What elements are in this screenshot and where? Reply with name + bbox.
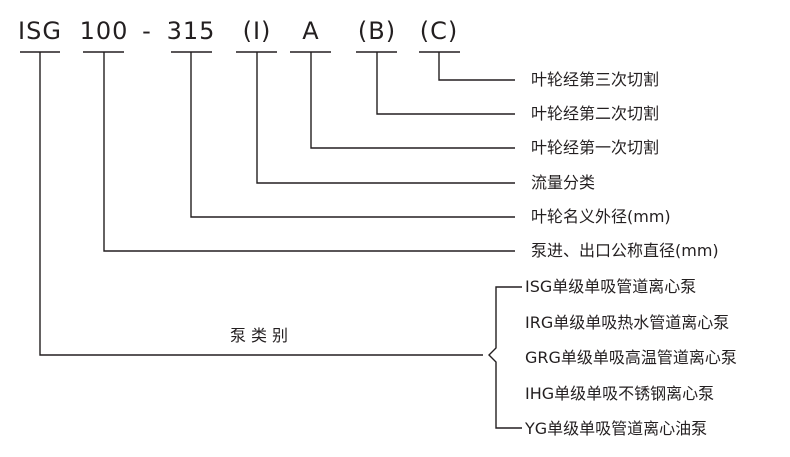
- leader-c: [438, 52, 515, 81]
- explanation-impeller-diameter: 叶轮名义外径(mm): [531, 207, 671, 226]
- code-segment-b: (B): [357, 17, 397, 45]
- code-segment-100: 100: [79, 17, 129, 45]
- code-segment-315: 315: [166, 17, 216, 45]
- leader-b: [376, 52, 515, 115]
- leader-a: [310, 52, 515, 149]
- leader-100: [103, 52, 515, 252]
- pump-type-ihg: IHG单级单吸不锈钢离心泵: [525, 384, 715, 403]
- pump-type-yg: YG单级单吸管道离心油泵: [525, 419, 708, 438]
- code-segment-a: A: [302, 17, 320, 45]
- leader-315: [190, 52, 515, 218]
- code-segment-c: (C): [419, 17, 459, 45]
- leader-isg: [39, 52, 483, 356]
- leader-i: [256, 52, 515, 184]
- code-segment-isg: ISG: [18, 17, 62, 45]
- pump-type-isg: ISG单级单吸管道离心泵: [525, 277, 697, 296]
- explanation-port-diameter: 泵进、出口公称直径(mm): [531, 241, 719, 260]
- explanation-flow-class: 流量分类: [531, 173, 596, 192]
- code-segment-dash: -: [142, 17, 152, 45]
- explanation-first-cut: 叶轮经第一次切割: [531, 138, 660, 157]
- pump-type-irg: IRG单级单吸热水管道离心泵: [525, 313, 730, 332]
- pump-category-label: 泵类别: [230, 326, 294, 345]
- code-segment-i: (I): [242, 17, 272, 45]
- explanation-third-cut: 叶轮经第三次切割: [531, 70, 660, 89]
- category-brace: [488, 286, 522, 429]
- pump-type-grg: GRG单级单吸高温管道离心泵: [525, 348, 737, 367]
- explanation-second-cut: 叶轮经第二次切割: [531, 104, 660, 123]
